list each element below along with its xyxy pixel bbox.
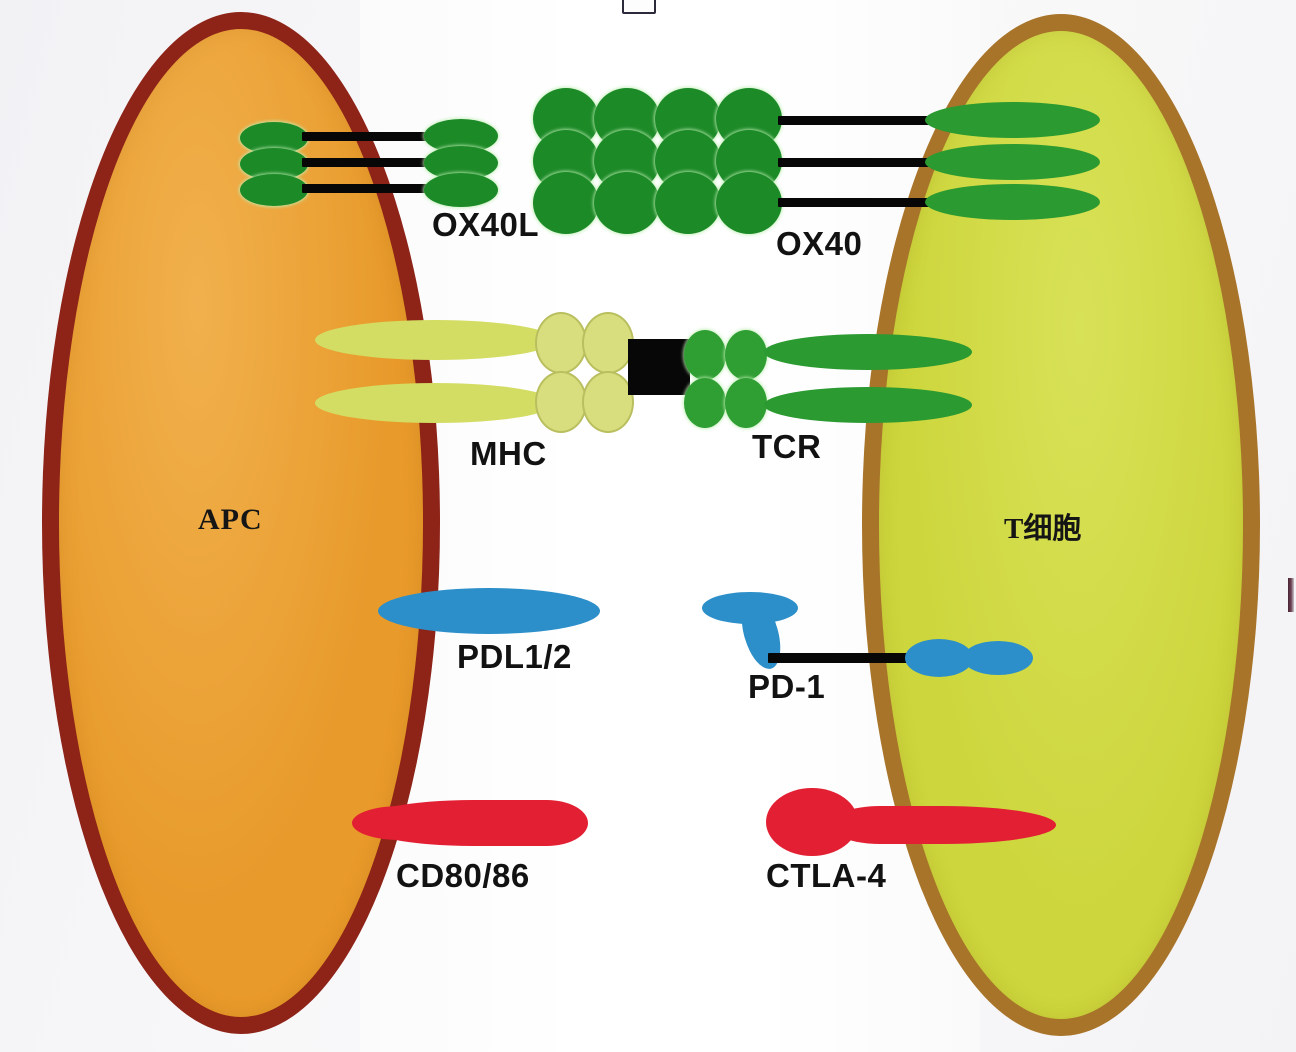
pdl-label: PDL1/2 bbox=[457, 638, 572, 675]
ox40-lobe-r3c2 bbox=[594, 172, 660, 234]
mhc-head-r2c1 bbox=[535, 371, 587, 433]
tcr-stalk-1 bbox=[764, 334, 972, 370]
tcr-head-r2c2 bbox=[725, 378, 767, 428]
ox40-lobe-r3c3 bbox=[655, 172, 721, 234]
ox40-connector-2 bbox=[778, 158, 934, 167]
ox40l-connector-1 bbox=[302, 132, 434, 141]
scan-artifact-right bbox=[1288, 578, 1294, 612]
ctla4-label: CTLA-4 bbox=[766, 857, 887, 894]
ox40l-label: OX40L bbox=[432, 206, 540, 243]
mhc-stalk-1 bbox=[315, 320, 555, 360]
t-cell-label: T细胞 bbox=[1004, 513, 1082, 545]
mhc-stalk-2 bbox=[315, 383, 555, 423]
ox40l-connector-2 bbox=[302, 158, 434, 167]
ox40-connector-1 bbox=[778, 116, 934, 125]
pdl-body bbox=[378, 588, 600, 634]
ox40-label: OX40 bbox=[776, 225, 863, 262]
pd1-inner-lobe-1 bbox=[905, 639, 973, 677]
mhc-head-r1c2 bbox=[582, 312, 634, 374]
mhc-head-r1c1 bbox=[535, 312, 587, 374]
tcr-head-r1c1 bbox=[684, 330, 726, 380]
mhc-head-r2c2 bbox=[582, 371, 634, 433]
tcr-label: TCR bbox=[752, 428, 822, 465]
ox40-lobe-r3c1 bbox=[533, 172, 599, 234]
apc-cell-label: APC bbox=[198, 503, 263, 536]
tcr-head-r1c2 bbox=[725, 330, 767, 380]
pd1-label: PD-1 bbox=[748, 668, 826, 705]
ox40-arm-2 bbox=[925, 144, 1100, 180]
cd80-86-label: CD80/86 bbox=[396, 857, 530, 894]
pd1-connector bbox=[768, 653, 914, 663]
ctla4-shaft bbox=[830, 806, 1056, 844]
tcr-head-r2c1 bbox=[684, 378, 726, 428]
tcr-stalk-2 bbox=[764, 387, 972, 423]
ox40l-outer-lobe-3 bbox=[424, 173, 498, 207]
ox40-arm-1 bbox=[925, 102, 1100, 138]
ox40-arm-3 bbox=[925, 184, 1100, 220]
ox40l-inner-lobe-3 bbox=[240, 174, 308, 206]
peptide-block bbox=[628, 339, 690, 395]
pd1-inner-lobe-2 bbox=[963, 641, 1033, 675]
ox40-lobe-r3c4 bbox=[716, 172, 782, 234]
ox40l-connector-3 bbox=[302, 184, 434, 193]
ox40-connector-3 bbox=[778, 198, 934, 207]
cd80-86-bulb bbox=[352, 806, 448, 840]
mhc-label: MHC bbox=[470, 435, 547, 472]
scan-artifact-top bbox=[622, 0, 656, 14]
